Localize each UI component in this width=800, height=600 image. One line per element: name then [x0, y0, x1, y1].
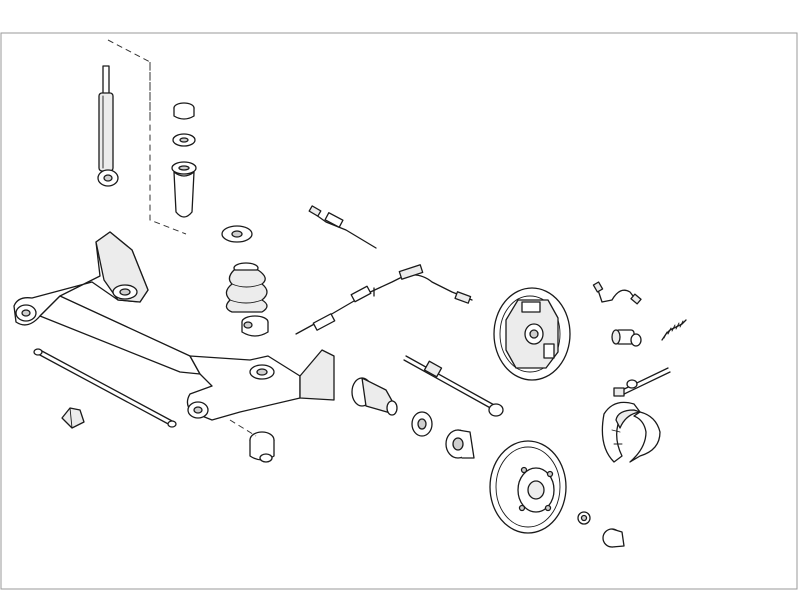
brake-pipe[interactable]	[592, 281, 642, 305]
bushing-guide-line	[229, 419, 257, 437]
rear-axle-beam[interactable]	[13, 231, 335, 421]
handbrake-cable-main[interactable]	[295, 264, 473, 335]
brake-shoe-set[interactable]	[601, 401, 661, 463]
hub-seal-ring[interactable]	[411, 411, 433, 437]
handbrake-cable-upper[interactable]	[308, 205, 377, 249]
shock-top-nut[interactable]	[173, 102, 195, 120]
brake-adjuster-strut[interactable]	[613, 367, 671, 397]
brake-backing-plate[interactable]	[493, 287, 571, 381]
shock-washer[interactable]	[172, 133, 196, 147]
wheel-bearing[interactable]	[445, 429, 475, 459]
axle-mount-bushing[interactable]	[249, 431, 275, 463]
track-rod[interactable]	[33, 348, 177, 428]
brake-adjust-rod[interactable]	[403, 355, 504, 417]
bump-stop-bellows[interactable]	[225, 262, 268, 313]
brake-drum[interactable]	[489, 440, 567, 534]
shock-absorber[interactable]	[97, 65, 119, 187]
rubber-buffer-pad[interactable]	[61, 407, 85, 429]
wheel-cylinder[interactable]	[611, 329, 642, 347]
brake-return-spring[interactable]	[661, 319, 687, 341]
hub-nut[interactable]	[577, 511, 591, 525]
spring-lower-bushing[interactable]	[241, 315, 269, 337]
hub-dust-cap[interactable]	[602, 528, 625, 548]
diagram-frame	[0, 32, 798, 590]
shock-mount-guide-lines	[107, 39, 187, 235]
wheel-hub-stub-axle[interactable]	[351, 377, 398, 416]
spring-seat-washer[interactable]	[221, 225, 253, 243]
shock-bushing-sleeve[interactable]	[171, 161, 197, 218]
